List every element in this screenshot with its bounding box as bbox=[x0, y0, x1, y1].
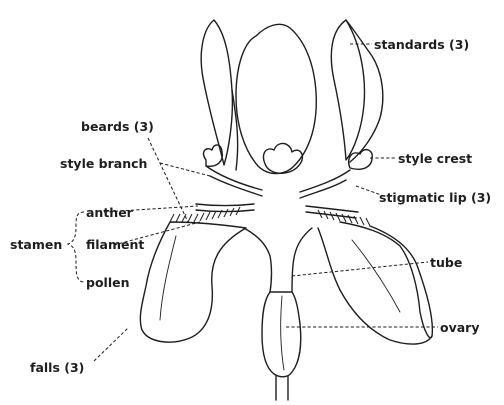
label-anther: anther bbox=[86, 205, 134, 220]
label-stigmatic-lip: stigmatic lip (3) bbox=[379, 190, 491, 205]
label-standards: standards (3) bbox=[374, 37, 469, 52]
right-fall-vein bbox=[352, 240, 400, 312]
right-fall-petal bbox=[340, 222, 432, 338]
label-style-branch: style branch bbox=[60, 156, 147, 171]
label-filament: filament bbox=[86, 237, 144, 252]
label-falls: falls (3) bbox=[30, 360, 84, 375]
stem bbox=[276, 376, 288, 400]
right-style-branch bbox=[300, 170, 350, 198]
labels: standards (3) beards (3) style branch st… bbox=[10, 37, 491, 375]
leader-style-branch bbox=[160, 163, 210, 176]
left-standard-petal bbox=[201, 20, 232, 165]
leader-beards bbox=[148, 138, 188, 222]
left-style-branch bbox=[206, 166, 262, 196]
left-beard bbox=[170, 207, 240, 222]
leader-tube bbox=[292, 262, 428, 276]
center-style-crest bbox=[264, 143, 303, 173]
leader-falls bbox=[94, 328, 128, 361]
label-stamen: stamen bbox=[10, 237, 62, 252]
left-anther bbox=[196, 204, 254, 212]
label-tube: tube bbox=[430, 255, 462, 270]
ovary-ridge bbox=[281, 296, 284, 370]
flower-illustration bbox=[140, 20, 432, 400]
flower-tube bbox=[244, 228, 312, 292]
right-beard bbox=[318, 210, 370, 226]
label-ovary: ovary bbox=[440, 320, 479, 335]
stamen-brace bbox=[68, 212, 84, 282]
right-standard-petal bbox=[331, 20, 364, 160]
left-fall-vein bbox=[160, 236, 176, 320]
label-beards: beards (3) bbox=[81, 119, 154, 134]
center-standard-petal bbox=[236, 24, 316, 173]
label-pollen: pollen bbox=[86, 275, 129, 290]
label-style-crest: style crest bbox=[398, 151, 472, 166]
left-fall-petal bbox=[140, 222, 246, 342]
